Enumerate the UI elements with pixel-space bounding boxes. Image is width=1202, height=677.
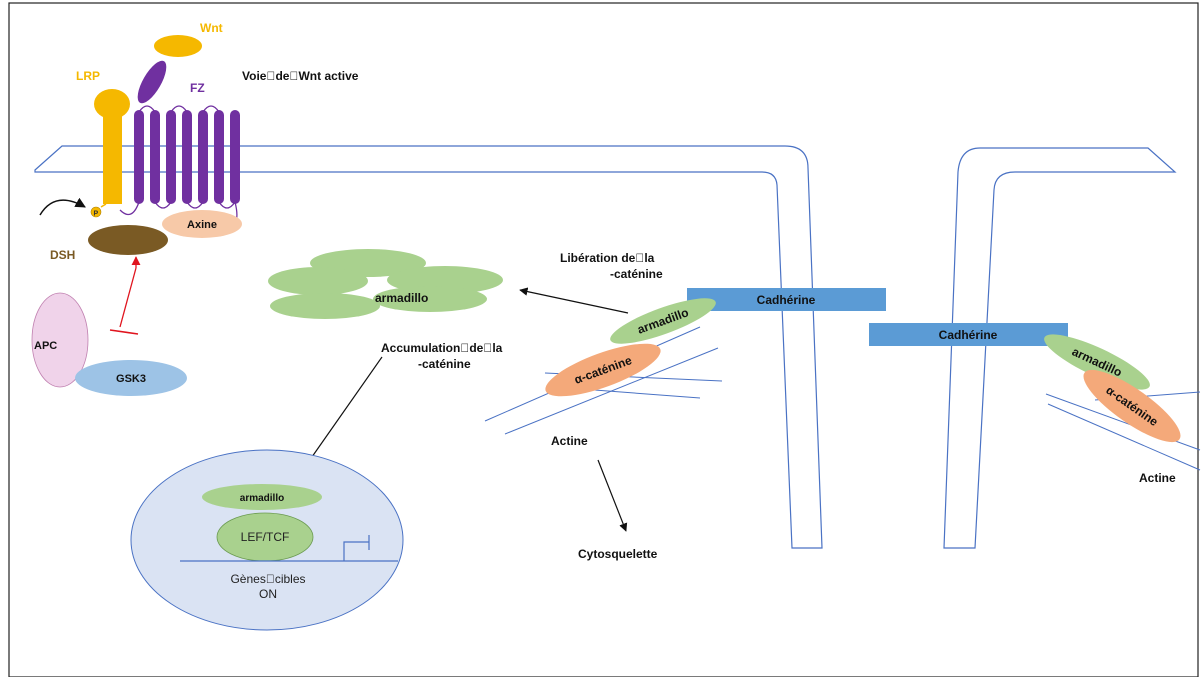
lrp-receptor [103, 106, 122, 204]
pathway-title: Voie de Wnt active [242, 69, 359, 83]
target-genes-label-1: Gènes cibles [230, 572, 305, 586]
cell-membrane-right [943, 147, 1177, 549]
cadherin-left [687, 288, 886, 311]
armadillo-junction-right [1044, 334, 1150, 390]
armadillo-cluster-label: armadillo [375, 291, 428, 305]
axine-label: Axine [187, 219, 217, 231]
inhibition-bar [109, 329, 139, 335]
nuclear-translocation-arrow [299, 356, 383, 475]
liberation-label-1: Libération de la [560, 251, 655, 265]
armadillo-junction-left [610, 298, 716, 344]
lef-tcf-label: LEF/TCF [241, 530, 290, 544]
phosphate-marker [90, 206, 102, 218]
inhibition-line [119, 267, 137, 328]
fz-label: FZ [190, 81, 205, 95]
armadillo-nuclear-label: armadillo [240, 493, 284, 504]
wnt-label: Wnt [200, 21, 223, 35]
accumulation-label-2: -caténine [418, 357, 471, 371]
liberation-arrow [519, 287, 629, 314]
gsk3-label: GSK3 [116, 373, 146, 385]
apc [31, 292, 89, 388]
apc-label: APC [34, 340, 57, 352]
phosphorylation-arrow [39, 197, 86, 216]
axine [162, 210, 242, 238]
armadillo-nuclear [202, 484, 322, 510]
cytoskeleton-label: Cytosquelette [578, 547, 658, 561]
fz-extracellular-domain [137, 60, 167, 104]
actin-label-right: Actine [1139, 471, 1176, 485]
gsk3 [75, 360, 187, 396]
fz-transmembrane-helices [134, 110, 240, 204]
dsh-label: DSH [50, 248, 75, 262]
cadherin-right [869, 323, 1068, 346]
frame-border [8, 2, 1199, 677]
cytoskeleton-arrow [597, 459, 628, 532]
cell-membrane-left [34, 145, 823, 549]
wnt-ligand [154, 35, 202, 57]
cadherin-left-label: Cadhérine [757, 293, 816, 307]
transcription-start-marker [343, 535, 370, 561]
liberation-label-2: -caténine [610, 267, 663, 281]
dsh [88, 225, 168, 255]
target-genes-label-2: ON [259, 587, 277, 601]
phosphate-label: P [94, 211, 99, 218]
fz-loops [119, 105, 238, 226]
actin-label-left: Actine [551, 434, 588, 448]
alpha-catenin-right [1083, 369, 1181, 443]
accumulation-label-1: Accumulation de la [381, 341, 503, 355]
armadillo-cluster [268, 249, 503, 319]
cadherin-right-label: Cadhérine [939, 328, 998, 342]
lrp-label: LRP [76, 69, 100, 83]
phosphate-link [100, 203, 107, 208]
alpha-catenin-left [545, 343, 661, 397]
